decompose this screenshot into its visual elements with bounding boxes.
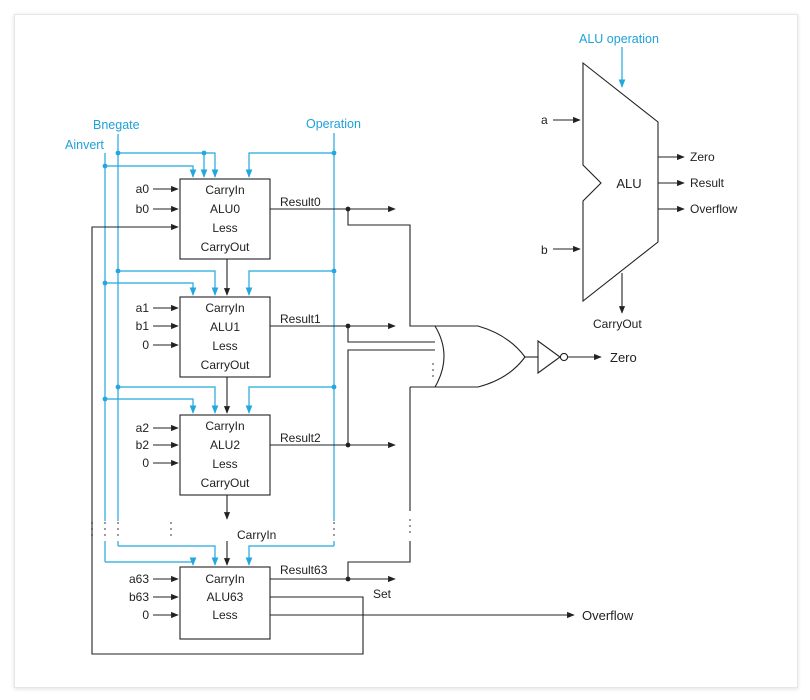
svg-text:ALU: ALU	[616, 176, 641, 191]
svg-text:Result0: Result0	[280, 195, 321, 209]
result-lines: Result0 Result1 Result2 Result63	[270, 195, 396, 583]
svg-text:CarryIn: CarryIn	[205, 419, 244, 433]
svg-text:b0: b0	[136, 202, 150, 216]
svg-text:CarryOut: CarryOut	[593, 317, 642, 331]
set-feedback: Set Overflow	[91, 223, 634, 655]
alu-symbol: ALU operation ALU a b Zero Result Overfl…	[541, 32, 738, 331]
svg-text:Less: Less	[212, 339, 237, 353]
zero-output-label: Zero	[610, 350, 637, 365]
svg-text:a: a	[541, 113, 548, 127]
svg-text:Result63: Result63	[280, 563, 328, 577]
svg-text:ALU63: ALU63	[207, 590, 244, 604]
svg-text:b: b	[541, 243, 548, 257]
nor-inputs	[347, 209, 435, 579]
alu0-block: CarryIn ALU0 Less CarryOut	[179, 178, 271, 260]
svg-text:Less: Less	[212, 221, 237, 235]
bnegate-label: Bnegate	[93, 118, 140, 132]
svg-text:ALU0: ALU0	[210, 202, 240, 216]
svg-text:b63: b63	[129, 590, 149, 604]
svg-text:CarryIn: CarryIn	[205, 572, 244, 586]
svg-text:Zero: Zero	[690, 150, 715, 164]
svg-text:Less: Less	[212, 608, 237, 622]
operation-label: Operation	[306, 117, 361, 131]
alu1-block: CarryIn ALU1 Less CarryOut	[179, 296, 271, 378]
ainvert-label: Ainvert	[65, 138, 104, 152]
svg-text:0: 0	[142, 338, 149, 352]
svg-text:CarryOut: CarryOut	[201, 358, 250, 372]
svg-text:Result: Result	[690, 176, 725, 190]
control-buses	[102, 133, 337, 566]
svg-text:Result2: Result2	[280, 431, 321, 445]
svg-text:ALU2: ALU2	[210, 438, 240, 452]
svg-text:Result1: Result1	[280, 312, 321, 326]
alu-64bit-diagram: Bnegate Ainvert Operation	[65, 32, 738, 655]
svg-text:a63: a63	[129, 572, 149, 586]
alu-operation-label: ALU operation	[579, 32, 659, 46]
svg-text:ALU1: ALU1	[210, 320, 240, 334]
svg-text:a2: a2	[136, 421, 150, 435]
svg-text:CarryIn: CarryIn	[205, 301, 244, 315]
inverter: Zero	[525, 339, 637, 375]
svg-text:CarryOut: CarryOut	[201, 240, 250, 254]
svg-text:a0: a0	[136, 182, 150, 196]
overflow-output-label: Overflow	[582, 608, 634, 623]
carry-chain: CarryIn	[223, 259, 276, 566]
nor-gate	[434, 325, 526, 388]
carryin-label: CarryIn	[237, 528, 276, 542]
diagram-card: Bnegate Ainvert Operation	[14, 14, 798, 688]
alu2-block: CarryIn ALU2 Less CarryOut	[179, 414, 271, 496]
svg-text:b1: b1	[136, 319, 150, 333]
svg-text:CarryIn: CarryIn	[205, 183, 244, 197]
set-label: Set	[373, 587, 392, 601]
svg-text:0: 0	[142, 456, 149, 470]
alu63-block: CarryIn ALU63 Less	[179, 566, 271, 640]
svg-text:CarryOut: CarryOut	[201, 476, 250, 490]
svg-text:0: 0	[142, 608, 149, 622]
svg-text:Overflow: Overflow	[690, 202, 738, 216]
alu-inputs: a0 b0 a1 b1 0 a2 b2 0 a63 b63 0	[129, 182, 179, 622]
svg-text:b2: b2	[136, 438, 150, 452]
svg-text:a1: a1	[136, 301, 150, 315]
svg-text:Less: Less	[212, 457, 237, 471]
